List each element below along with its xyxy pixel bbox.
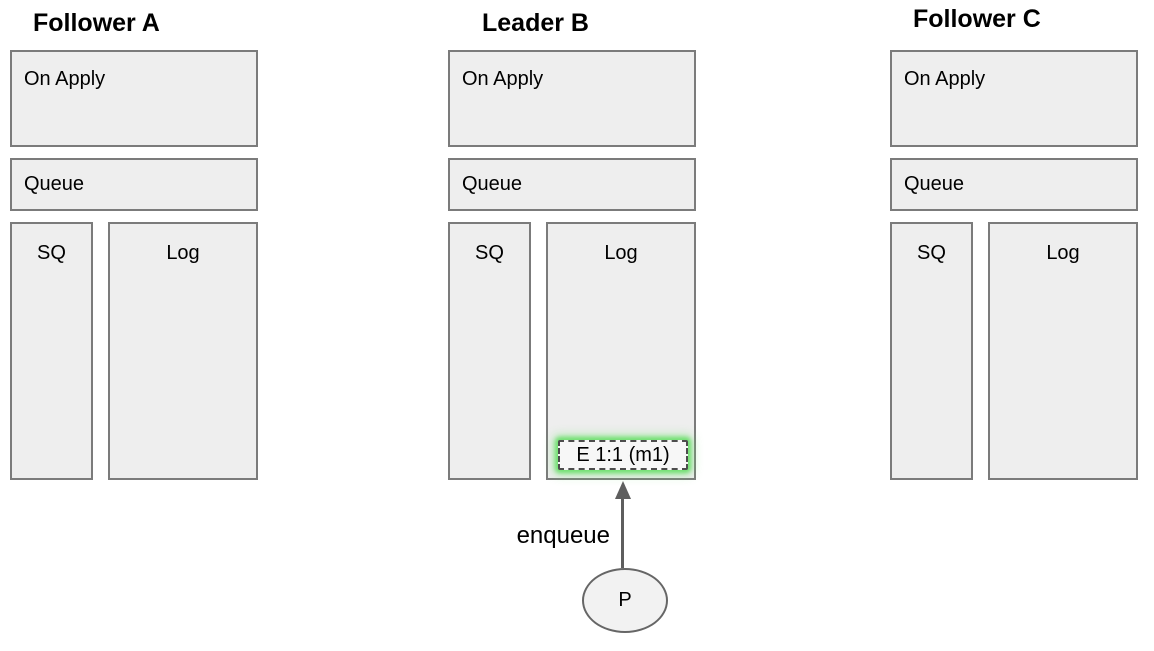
follower-a-log-box: Log [108,222,258,480]
on-apply-label: On Apply [462,68,544,90]
enqueue-arrow-head-icon [615,481,631,499]
node-title-follower-c: Follower C [913,5,1041,33]
follower-a-queue-box: Queue [10,158,258,211]
proposer-label: P [618,589,632,611]
sq-label: SQ [475,242,504,264]
queue-label: Queue [24,173,85,195]
leader-b-sq-box: SQ [448,222,531,480]
on-apply-label: On Apply [24,68,106,90]
follower-c-log-box: Log [988,222,1138,480]
enqueue-edge-label: enqueue [516,522,610,549]
queue-label: Queue [462,173,523,195]
queue-label: Queue [904,173,965,195]
leader-b-log-box: Log [546,222,696,480]
enqueue-arrow-shaft [621,497,624,568]
follower-c-sq-box: SQ [890,222,973,480]
follower-a-on-apply-box: On Apply [10,50,258,147]
sq-label: SQ [917,242,946,264]
proposer-ellipse: P [582,568,668,633]
log-label: Log [1046,242,1080,264]
on-apply-label: On Apply [904,68,986,90]
log-label: Log [604,242,638,264]
sq-label: SQ [37,242,66,264]
node-title-follower-a: Follower A [33,9,160,37]
leader-b-on-apply-box: On Apply [448,50,696,147]
leader-b-queue-box: Queue [448,158,696,211]
log-label: Log [166,242,200,264]
node-title-leader-b: Leader B [482,9,589,37]
follower-c-queue-box: Queue [890,158,1138,211]
leader-b-log-entry-highlighted: E 1:1 (m1) [558,440,688,470]
follower-c-on-apply-box: On Apply [890,50,1138,147]
follower-a-sq-box: SQ [10,222,93,480]
